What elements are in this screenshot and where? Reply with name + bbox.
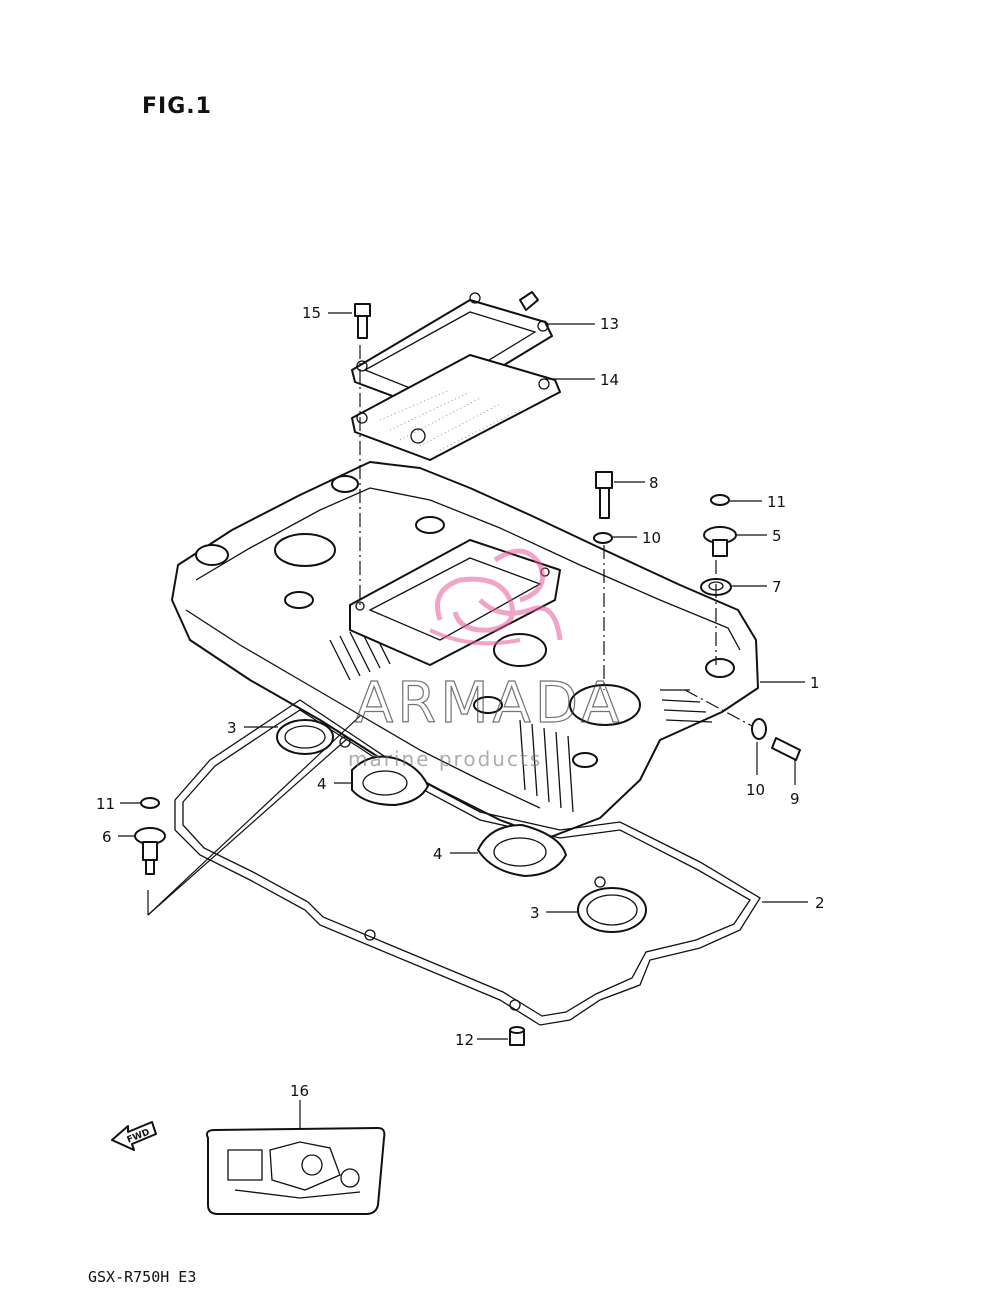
- callout-9: 9: [790, 790, 800, 808]
- washer-10-top: [593, 532, 613, 544]
- callout-11-left: 11: [96, 795, 115, 813]
- bolt-9: [771, 737, 801, 761]
- cap-11-left: [140, 797, 160, 809]
- washer-10-side: [751, 718, 767, 740]
- watermark-brand: ARMADA: [355, 671, 623, 736]
- cap-11-top: [710, 494, 730, 506]
- plug-seal-4-upper: [351, 755, 429, 806]
- callout-3-upper: 3: [227, 719, 237, 737]
- bolt-5: [703, 526, 737, 557]
- plug-seal-4-lower: [477, 824, 567, 877]
- callout-5: 5: [772, 527, 782, 545]
- model-code: GSX-R750H E3: [88, 1268, 196, 1286]
- callout-6: 6: [102, 828, 112, 846]
- callout-11-top: 11: [767, 493, 786, 511]
- bolt-8: [595, 471, 613, 519]
- fwd-label: FWD: [126, 1128, 152, 1146]
- callout-13: 13: [600, 315, 619, 333]
- bracket-line-6: [147, 737, 349, 916]
- callout-14: 14: [600, 371, 619, 389]
- callout-16: 16: [290, 1082, 309, 1100]
- callout-4-lower: 4: [433, 845, 443, 863]
- callout-1: 1: [810, 674, 820, 692]
- alignment-line-9: [684, 689, 753, 727]
- callout-15: 15: [302, 304, 321, 322]
- gasket-set-16: [205, 1127, 386, 1215]
- callout-10-top: 10: [642, 529, 661, 547]
- callout-8: 8: [649, 474, 659, 492]
- bolt-15: [354, 303, 371, 339]
- plug-seal-3-upper: [276, 719, 334, 755]
- cylinder-head-cover: [171, 461, 759, 839]
- bolt-6: [134, 827, 166, 875]
- watermark-logo-icon: [429, 548, 563, 646]
- watermark: ARMADA marine products: [348, 548, 623, 771]
- callout-12: 12: [455, 1031, 474, 1049]
- dowel-pin-12: [509, 1026, 525, 1046]
- callout-7: 7: [772, 578, 782, 596]
- plug-seal-3-lower: [577, 876, 647, 933]
- leader-lines: [118, 312, 808, 1130]
- breather-cover-gasket: [351, 354, 561, 461]
- watermark-tagline: marine products: [348, 747, 542, 771]
- callout-2: 2: [815, 894, 825, 912]
- figure-title: FIG.1: [142, 94, 212, 119]
- fwd-arrow-icon: FWD: [111, 1121, 157, 1151]
- bracket-line-6b: [147, 715, 361, 916]
- callout-3-lower: 3: [530, 904, 540, 922]
- callout-4-upper: 4: [317, 775, 327, 793]
- callout-10-side: 10: [746, 781, 765, 799]
